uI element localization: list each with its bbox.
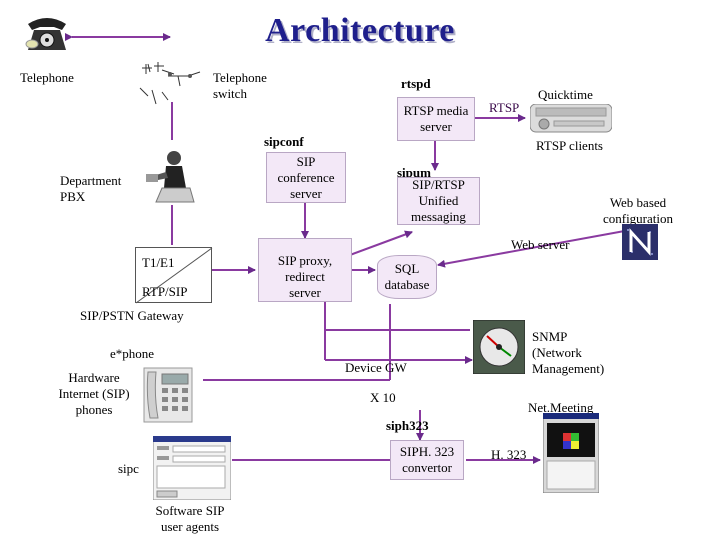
software-sip-label: Software SIP user agents: [155, 503, 225, 534]
desk-phone-icon: [142, 366, 194, 429]
sip-proxy-text: SIP proxy, redirect server: [277, 253, 333, 300]
t1e1-label: T1/E1: [142, 255, 175, 270]
web-server-label: Web server: [511, 237, 570, 252]
device-gw-label: Device GW: [345, 360, 407, 375]
page-title: Architecture: [265, 12, 455, 49]
rtpsip-label: RTP/SIP: [142, 284, 188, 299]
hardware-phones-label: Hardware Internet (SIP) phones: [58, 370, 130, 417]
sip-pstn-gateway-label: SIP/PSTN Gateway: [80, 308, 184, 323]
wire-proxy-um: [349, 230, 413, 256]
antenna-switch-icon: [138, 60, 208, 110]
web-based-config-label: Web based configuration: [602, 195, 674, 226]
sip-conference-server-box: SIP conference server: [266, 152, 346, 203]
quicktime-player-icon: [529, 103, 613, 139]
sip-proxy-box: SIP proxy, redirect server: [258, 238, 352, 302]
telephone-switch-label: Telephone switch: [213, 70, 267, 101]
siph323-convertor-text: SIPH. 323 convertor: [399, 444, 455, 475]
rtspd-label: rtspd: [401, 76, 431, 91]
sql-database-box: SQL database: [377, 255, 437, 299]
rtsp-media-server-text: RTSP media server: [403, 103, 469, 134]
browser-logo-icon: [622, 224, 658, 265]
sip-conference-server-text: SIP conference server: [277, 153, 335, 201]
operator-person-icon: [142, 148, 198, 209]
rtsp-media-server-box: RTSP media server: [397, 97, 475, 141]
rtsp-link-label: RTSP: [489, 100, 520, 115]
netmeeting-label: Net.Meeting: [528, 400, 594, 415]
sql-database-text: SQL database: [384, 261, 430, 292]
sipum-label: sipum: [397, 165, 431, 180]
sipc-label: sipc: [118, 461, 139, 476]
siph323-convertor-box: SIPH. 323 convertor: [390, 440, 464, 480]
rtsp-clients-label: RTSP clients: [536, 138, 603, 153]
sipconf-label: sipconf: [264, 134, 304, 149]
unified-messaging-text: SIP/RTSP Unified messaging: [411, 177, 466, 224]
wire-web-sql: [437, 229, 631, 268]
quicktime-label: Quicktime: [538, 87, 593, 102]
department-pbx-label: Department PBX: [60, 173, 122, 204]
snmp-label: SNMP (Network Management): [532, 329, 605, 376]
ephone-label: e*phone: [110, 346, 155, 361]
siph323-label: siph323: [386, 418, 429, 433]
rotary-phone-icon: [24, 14, 70, 57]
x10-label: X 10: [370, 390, 396, 405]
unified-messaging-box: SIP/RTSP Unified messaging: [397, 177, 480, 225]
h323-link-label: H. 323: [491, 447, 527, 462]
telephone-label: Telephone: [20, 70, 74, 85]
gauge-icon: [472, 319, 526, 379]
netmeeting-window-icon: [542, 412, 600, 498]
sip-pstn-gateway-box: [135, 247, 213, 304]
software-window-icon: [152, 435, 232, 505]
